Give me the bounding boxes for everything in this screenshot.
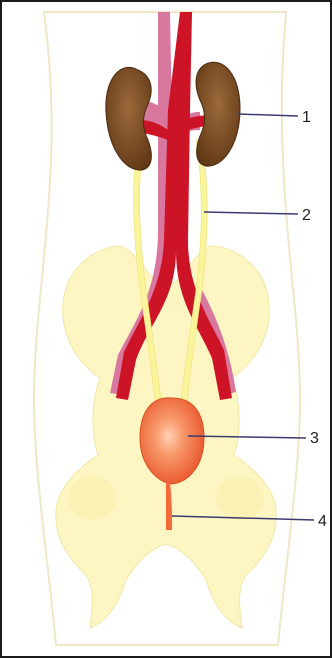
left-hip-joint <box>68 476 116 520</box>
label-4: 4 <box>318 513 327 530</box>
right-hip-joint <box>216 476 264 520</box>
label-3: 3 <box>310 430 319 447</box>
label-2: 2 <box>302 207 311 224</box>
label-1: 1 <box>302 109 311 126</box>
